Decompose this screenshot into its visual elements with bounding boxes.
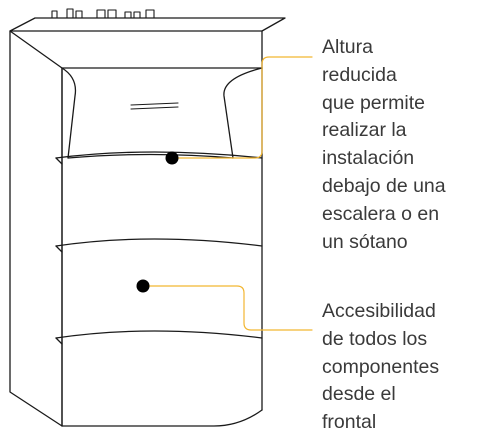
panel-divider — [55, 330, 263, 339]
handle-slot — [130, 102, 179, 110]
leader-line-bottom — [142, 285, 313, 331]
connector — [124, 11, 132, 19]
callout-dot-bottom — [136, 279, 150, 293]
panel-lip-inner — [67, 153, 234, 159]
connector — [133, 11, 141, 19]
front-outline — [61, 30, 263, 69]
connector — [75, 10, 83, 19]
leader-line-top — [171, 56, 313, 159]
callout-dot-top — [165, 151, 179, 165]
leader-lines — [142, 56, 313, 331]
panel-lip — [55, 151, 263, 159]
side-divider — [55, 157, 63, 165]
side-divider — [55, 245, 63, 253]
connector — [66, 8, 74, 19]
boiler-unit — [9, 8, 286, 427]
side-divider — [55, 337, 63, 345]
callout-reduced-height: Altura reducida que permite realizar la … — [322, 36, 446, 253]
top-face — [9, 17, 286, 32]
top-connectors — [51, 8, 155, 19]
left-side-panel — [9, 30, 63, 427]
upper-panel-left-curve — [61, 67, 77, 159]
connector — [96, 9, 106, 19]
panel-divider — [55, 238, 263, 247]
plinth — [61, 409, 263, 427]
connector — [145, 9, 155, 19]
connector — [107, 9, 117, 19]
upper-panel-right-curve — [223, 67, 263, 159]
callout-front-access: Accesibilidad de todos los componentes d… — [322, 300, 440, 434]
connector — [51, 10, 58, 19]
